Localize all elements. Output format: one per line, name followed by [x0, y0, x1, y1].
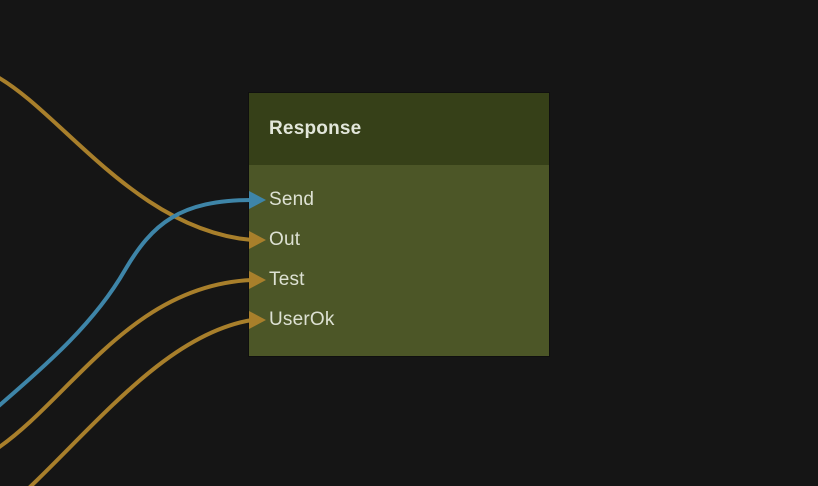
wire-to-out[interactable]	[0, 75, 253, 242]
port-row-send[interactable]: Send	[249, 180, 549, 220]
node-body: Send Out Test UserOk	[249, 165, 549, 356]
port-label-userok: UserOk	[269, 309, 335, 330]
wire-to-userok[interactable]	[5, 318, 253, 486]
port-row-out[interactable]: Out	[249, 220, 549, 260]
node-response[interactable]: Response Send Out Test UserOk	[249, 93, 549, 356]
node-header[interactable]: Response	[249, 93, 549, 165]
port-row-test[interactable]: Test	[249, 260, 549, 300]
port-label-test: Test	[269, 269, 305, 290]
node-title: Response	[269, 118, 362, 139]
wire-to-send[interactable]	[0, 198, 253, 410]
port-label-out: Out	[269, 229, 301, 250]
port-label-send: Send	[269, 189, 315, 210]
port-row-userok[interactable]: UserOk	[249, 300, 549, 340]
wire-to-test[interactable]	[0, 278, 253, 450]
